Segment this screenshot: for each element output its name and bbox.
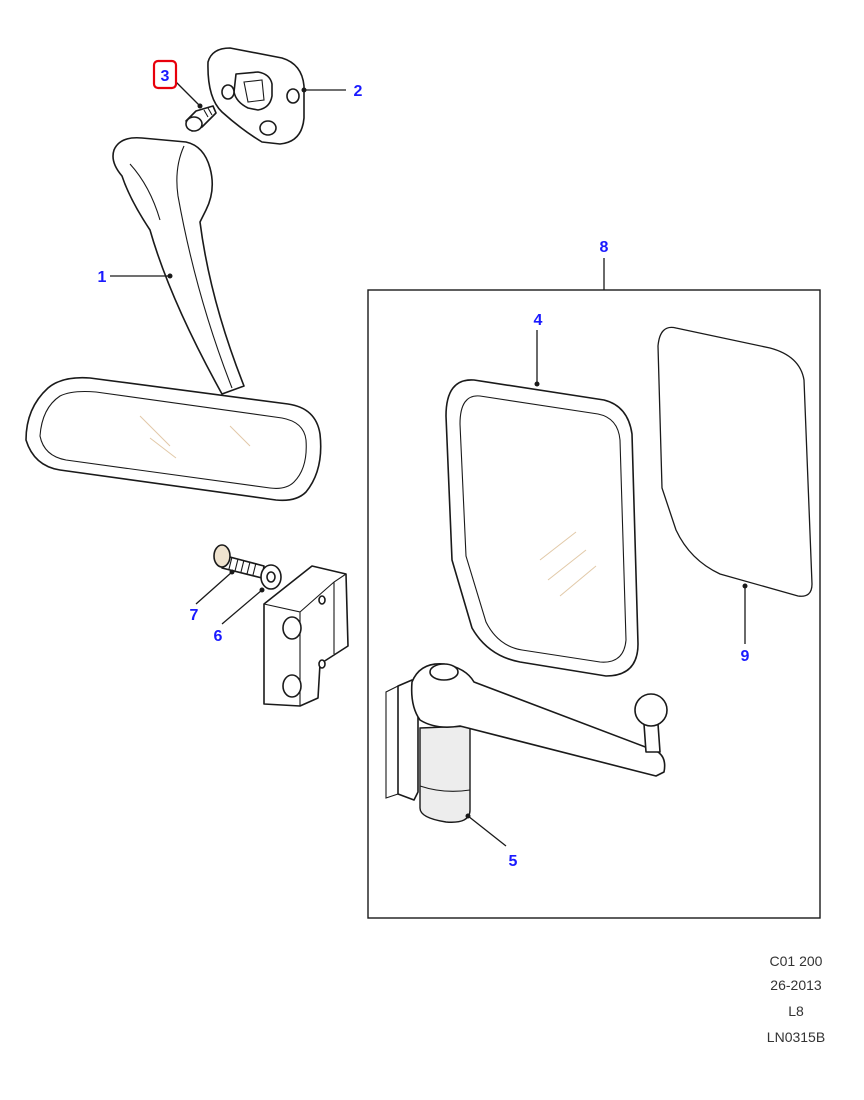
- callout-4[interactable]: 4: [534, 312, 543, 329]
- reference-code-line-1: C01 200: [769, 953, 823, 969]
- leader-lines: [110, 81, 748, 847]
- part-8-kit-frame: [367, 289, 821, 919]
- reference-code-line-2: 26-2013: [770, 977, 822, 993]
- part-7-bolt: [213, 544, 265, 579]
- callout-3[interactable]: 3: [161, 68, 170, 85]
- callout-1[interactable]: 1: [98, 269, 107, 286]
- callout-9[interactable]: 9: [741, 648, 750, 665]
- callout-2[interactable]: 2: [354, 83, 363, 100]
- reference-code-line-4: LN0315B: [766, 1029, 826, 1045]
- part-6-washer: [260, 564, 282, 590]
- part-5-mirror-arm: [385, 663, 668, 823]
- part-4-exterior-mirror-head: [445, 379, 639, 677]
- callout-8[interactable]: 8: [600, 239, 609, 256]
- part-3-screw: [185, 105, 217, 132]
- callout-6[interactable]: 6: [214, 628, 223, 645]
- callout-5[interactable]: 5: [509, 853, 518, 870]
- reference-code-line-3: L8: [788, 1003, 804, 1019]
- part-9-mirror-glass: [657, 326, 813, 597]
- mirror-bracket: [263, 565, 349, 707]
- part-1-interior-mirror: [25, 136, 322, 502]
- part-2-mounting-plate: [207, 47, 305, 145]
- callout-3-highlight: [152, 59, 178, 90]
- callout-7[interactable]: 7: [190, 607, 199, 624]
